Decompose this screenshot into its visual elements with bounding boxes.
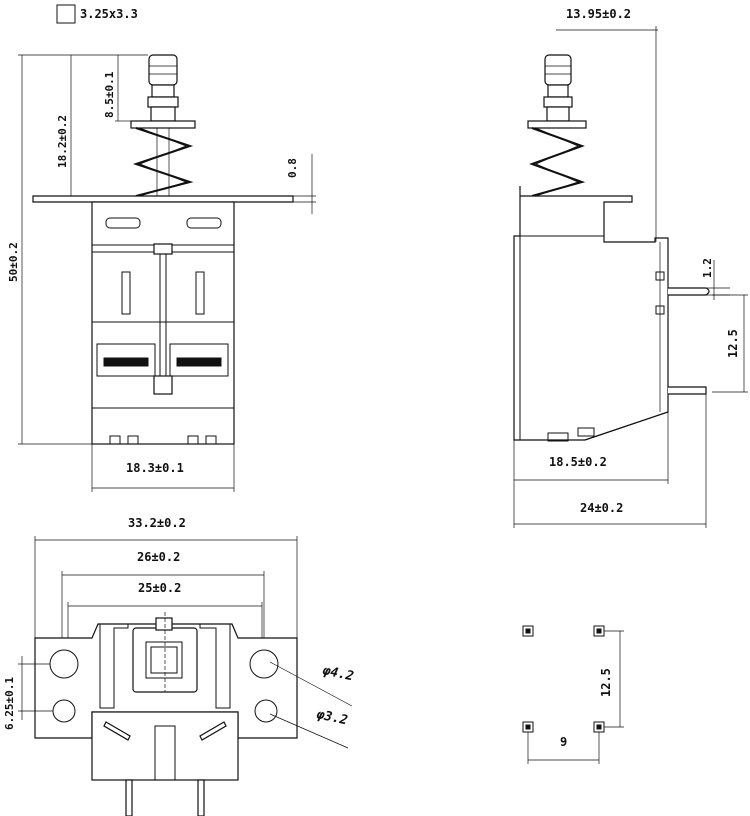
- pad-top-left: [522, 625, 534, 637]
- pin-right: [197, 779, 205, 816]
- front-view: 3.25x3.3: [7, 4, 316, 492]
- bottom-housing: [91, 711, 239, 781]
- label-pcb-pitch-horizontal: 9: [560, 735, 567, 749]
- terminal-lower: [668, 386, 707, 395]
- label-height-total: 50±0.2: [7, 242, 20, 282]
- spring-retainer: [130, 120, 196, 129]
- label-hole-small-diameter: φ3.2: [314, 707, 349, 728]
- label-plunger-size: 3.25x3.3: [80, 7, 138, 21]
- terminal-upper: [668, 287, 710, 296]
- label-hole-vertical-pitch: 6.25±0.1: [3, 677, 16, 730]
- label-pcb-pitch-vertical: 12.5: [599, 668, 613, 697]
- mounting-hole-small-right: [254, 699, 278, 723]
- label-height-upper: 18.2±0.2: [56, 115, 69, 168]
- pin-left: [125, 779, 133, 816]
- label-plunger-travel: 8.5±0.1: [103, 71, 116, 118]
- side-housing: [513, 186, 669, 441]
- label-hole-large-diameter: φ4.2: [320, 663, 355, 684]
- label-body-width-front: 18.3±0.1: [126, 461, 184, 475]
- label-pin-pitch-side: 12.5: [726, 329, 740, 358]
- side-view: 13.95±0.2 1.2 12.5 18.5±0.2 24±0.2: [513, 7, 748, 528]
- label-flange-width: 33.2±0.2: [128, 516, 186, 530]
- mounting-hole-large-right: [249, 649, 279, 679]
- plunger-cap: [148, 54, 178, 86]
- label-body-depth-side: 18.5±0.2: [549, 455, 607, 469]
- front-housing: [91, 201, 235, 445]
- label-hole-span-inner: 25±0.2: [138, 581, 181, 595]
- label-hole-span-outer: 26±0.2: [137, 550, 180, 564]
- label-flange-thickness: 0.8: [286, 158, 299, 178]
- bottom-view: 33.2±0.2 26±0.2 25±0.2: [3, 516, 355, 816]
- label-overall-depth-side: 24±0.2: [580, 501, 623, 515]
- mounting-flange: [32, 195, 294, 203]
- label-pin-thickness: 1.2: [701, 258, 714, 278]
- label-offset-top-side: 13.95±0.2: [566, 7, 631, 21]
- spring: [132, 127, 194, 197]
- pcb-layout: 12.5 9: [522, 625, 624, 764]
- plunger-section-square: [56, 4, 76, 24]
